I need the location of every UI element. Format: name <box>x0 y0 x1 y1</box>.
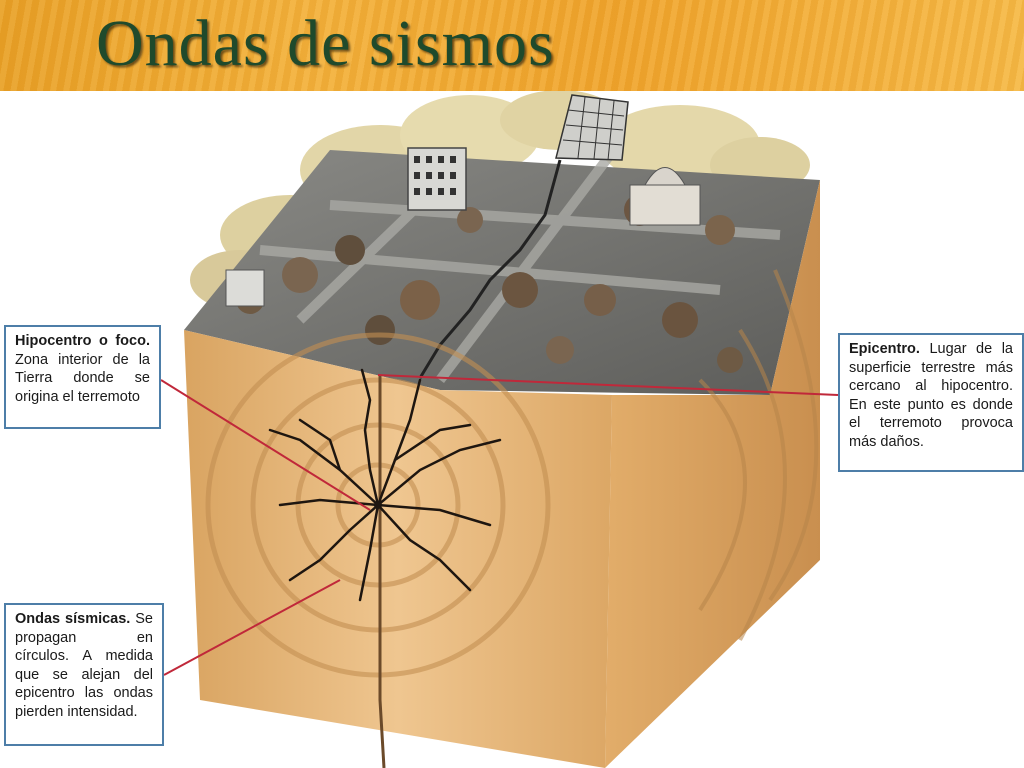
block-side-face <box>605 180 820 768</box>
hypocenter-text: Zona interior de la Tierra donde se orig… <box>15 351 150 405</box>
title-banner <box>0 0 1024 91</box>
slide-title: Ondas de sismos <box>96 7 555 80</box>
seismic-wave-rings <box>205 332 551 678</box>
fault-cracks <box>268 368 502 602</box>
fault-line <box>378 375 386 768</box>
earthquake-block-diagram <box>160 91 839 768</box>
hypocenter-point <box>374 501 382 509</box>
seismic-waves-callout: Ondas sísmicas. Se propagan en círculos.… <box>4 603 164 746</box>
collapsed-building <box>407 147 467 211</box>
domed-building <box>629 167 701 226</box>
seismic-waves-text: Se propagan en círculos. A medida que se… <box>15 611 154 720</box>
side-wave-rings <box>698 269 819 641</box>
hypocenter-callout: Hipocentro o foco. Zona interior de la T… <box>4 325 161 429</box>
seismic-waves-term: Ondas sísmicas. <box>15 611 131 627</box>
epicenter-text: Lugar de la superficie terrestre más cer… <box>849 341 1013 450</box>
epicenter-term: Epicentro. <box>849 341 920 357</box>
block-front-face <box>184 330 612 768</box>
pointer-lines <box>160 374 839 676</box>
ruined-building <box>225 269 265 307</box>
hypocenter-term: Hipocentro o foco. <box>15 333 150 349</box>
tilted-tower <box>555 94 629 161</box>
epicenter-callout: Epicentro. Lugar de la superficie terres… <box>838 333 1024 472</box>
